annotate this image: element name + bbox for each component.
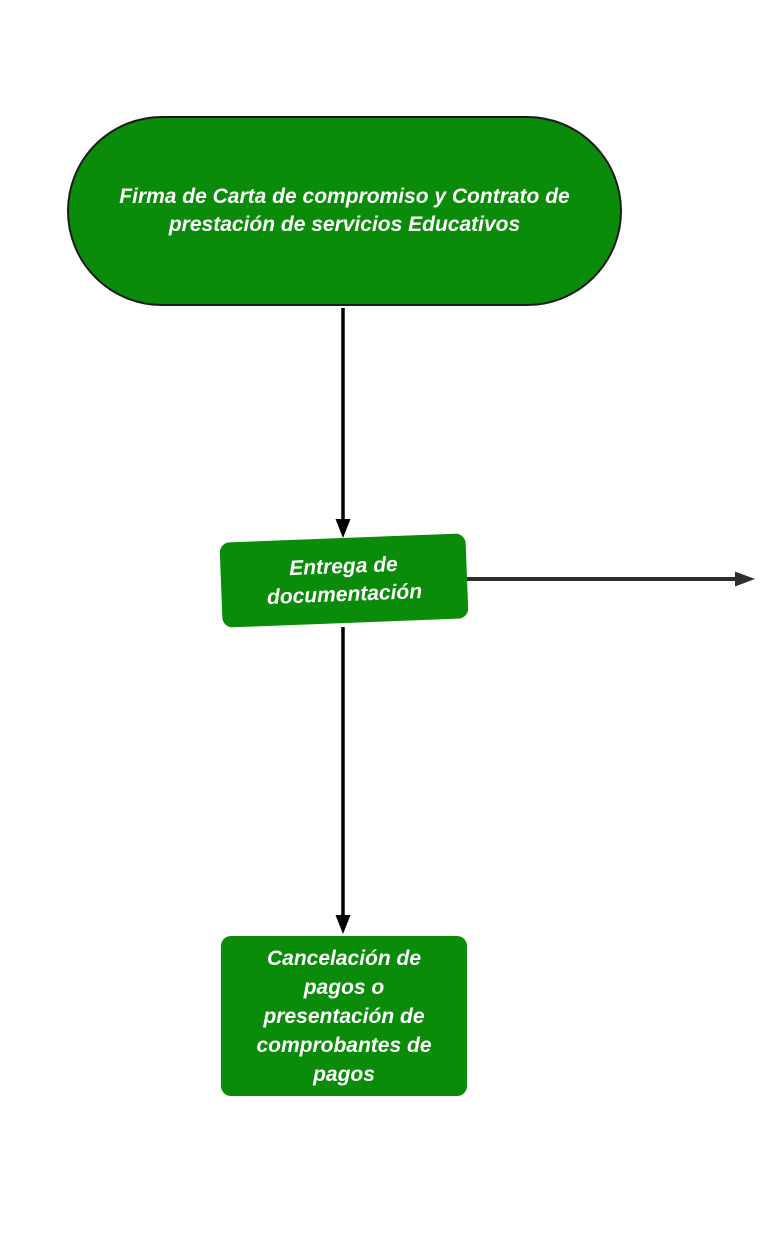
arrow-entrega-right-head (735, 571, 755, 587)
node-pagos-line-3: presentación de (263, 1004, 425, 1028)
node-start-line-2: prestación de servicios Educativos (168, 213, 521, 236)
node-start-stadium: Firma de Carta de compromiso y Contrato … (67, 116, 622, 306)
node-pagos-line-5: pagos (313, 1062, 375, 1086)
arrow-entrega-to-pagos (335, 627, 351, 934)
node-pagos-line-4: comprobantes de (256, 1033, 432, 1057)
node-pagos-box: Cancelación de pagos o presentación de c… (221, 936, 467, 1096)
node-entrega-box: Entrega de documentación (219, 533, 469, 628)
arrow-start-to-entrega (335, 308, 351, 538)
node-entrega-line-2: documentación (266, 579, 423, 609)
node-entrega-line-1: Entrega de (288, 552, 399, 580)
arrow-entrega-to-pagos-head (335, 915, 351, 934)
node-start-line-1: Firma de Carta de compromiso y Contrato … (119, 185, 570, 208)
node-pagos-line-1: Cancelación de (266, 946, 422, 970)
arrow-start-to-entrega-head (335, 519, 351, 538)
arrow-entrega-right (467, 571, 755, 587)
node-pagos-line-2: pagos o (303, 975, 385, 999)
